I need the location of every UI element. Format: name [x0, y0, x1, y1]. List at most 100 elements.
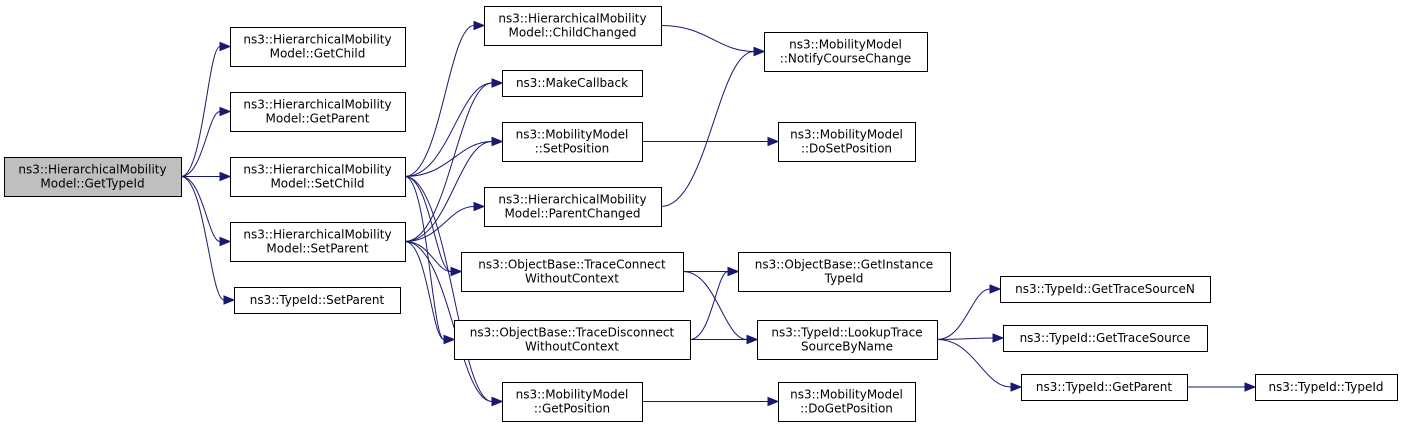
edge-lookup_trace_source-to-typeid_get_parent — [936, 339, 1023, 392]
edge-trace_disconnect-to-get_instance_typeid — [689, 266, 740, 340]
node-box — [757, 320, 938, 360]
arrowhead-icon — [491, 396, 504, 407]
node-box — [1255, 374, 1398, 401]
node-label-line: ns3::TypeId::LookupTrace — [771, 326, 922, 340]
node-parent-changed[interactable]: ns3::HierarchicalMobilityModel::ParentCh… — [484, 187, 662, 227]
edge-line — [682, 271, 748, 340]
node-box — [1021, 374, 1188, 401]
node-get-parent[interactable]: ns3::HierarchicalMobilityModel::GetParen… — [230, 92, 406, 132]
node-box — [738, 252, 951, 292]
node-box — [778, 382, 916, 422]
edge-set_parent-to-parent_changed — [404, 201, 486, 242]
edge-line — [404, 141, 493, 177]
arrowhead-icon — [1244, 382, 1257, 392]
arrowhead-icon — [1010, 382, 1023, 392]
node-notify-course-change[interactable]: ns3::MobilityModel::NotifyCourseChange — [764, 32, 928, 72]
edge-line — [404, 241, 493, 402]
edge-line — [660, 51, 755, 207]
node-make-callback[interactable]: ns3::MakeCallback — [502, 70, 643, 97]
node-get-trace-source-n[interactable]: ns3::TypeId::GetTraceSourceN — [1000, 276, 1211, 303]
node-label-line: ::DoGetPosition — [800, 402, 893, 416]
node-box — [1000, 276, 1211, 303]
arrowhead-icon — [753, 46, 766, 57]
node-label-line: ns3::HierarchicalMobility — [498, 12, 646, 26]
node-label-line: ns3::MobilityModel — [790, 128, 903, 142]
edge-line — [404, 206, 475, 242]
arrowhead-icon — [767, 136, 780, 147]
arrowhead-icon — [491, 78, 504, 88]
edge-get_type_id-to-get_child — [180, 41, 232, 177]
node-get-type-id: ns3::HierarchicalMobilityModel::GetTypeI… — [4, 157, 182, 197]
edge-trace_disconnect-to-lookup_trace_source — [690, 334, 759, 345]
edge-mm_get_position-to-do_get_position — [642, 396, 780, 407]
edge-get_type_id-to-typeid_set_parent — [180, 176, 236, 305]
edge-set_parent-to-make_callback — [404, 78, 504, 242]
edge-line — [936, 288, 991, 340]
edge-line — [404, 25, 475, 177]
edge-lookup_trace_source-to-get_trace_source — [936, 333, 1005, 343]
node-box — [484, 187, 662, 227]
node-label-line: ns3::HierarchicalMobility — [18, 163, 166, 177]
node-mm-get-position[interactable]: ns3::MobilityModel::GetPosition — [502, 382, 643, 422]
arrowhead-icon — [491, 136, 504, 147]
node-label-line: ns3::HierarchicalMobility — [243, 163, 391, 177]
node-box — [230, 27, 406, 67]
node-mm-set-position[interactable]: ns3::MobilityModel::SetPosition — [502, 122, 643, 162]
node-typeid-set-parent[interactable]: ns3::TypeId::SetParent — [234, 287, 401, 314]
node-box — [502, 382, 643, 422]
node-typeid-get-parent[interactable]: ns3::TypeId::GetParent — [1021, 374, 1188, 401]
node-label-line: Model::GetTypeId — [40, 177, 144, 191]
arrowhead-icon — [989, 284, 1002, 294]
edge-line — [180, 111, 221, 177]
node-box — [502, 122, 643, 162]
node-box — [461, 252, 684, 292]
edge-line — [689, 271, 729, 340]
node-label-line: SourceByName — [801, 340, 893, 354]
arrowhead-icon — [767, 396, 780, 407]
node-box — [230, 157, 406, 197]
edge-line — [180, 176, 225, 301]
node-trace-connect[interactable]: ns3::ObjectBase::TraceConnectWithoutCont… — [461, 252, 684, 292]
node-trace-disconnect[interactable]: ns3::ObjectBase::TraceDisconnectWithoutC… — [454, 320, 691, 360]
node-do-get-position[interactable]: ns3::MobilityModel::DoGetPosition — [778, 382, 916, 422]
edge-set_parent-to-mm_get_position — [404, 241, 504, 407]
node-label-line: ns3::TypeId::GetTraceSourceN — [1015, 282, 1195, 296]
node-label-line: ns3::MobilityModel — [789, 38, 902, 52]
node-child-changed[interactable]: ns3::HierarchicalMobilityModel::ChildCha… — [484, 6, 662, 46]
node-label-line: ns3::ObjectBase::TraceDisconnect — [470, 326, 675, 340]
node-label-line: ns3::TypeId::GetParent — [1036, 380, 1172, 394]
edge-line — [404, 241, 445, 340]
arrowhead-icon — [450, 266, 463, 277]
arrowhead-icon — [219, 41, 232, 52]
node-label-line: Model::SetChild — [270, 177, 364, 191]
edge-line — [404, 176, 452, 272]
node-box — [764, 32, 928, 72]
edge-set_parent-to-mm_set_position — [404, 136, 504, 242]
arrowhead-icon — [223, 295, 236, 305]
edge-line — [660, 25, 755, 52]
edge-child_changed-to-notify_course_change — [660, 25, 766, 57]
node-typeid-typeid[interactable]: ns3::TypeId::TypeId — [1255, 374, 1398, 401]
edge-typeid_get_parent-to-typeid_typeid — [1186, 382, 1257, 392]
node-label-line: Model::ChildChanged — [509, 26, 637, 40]
edge-lookup_trace_source-to-get_trace_source_n — [936, 284, 1002, 340]
arrowhead-icon — [473, 20, 486, 31]
edge-line — [404, 176, 445, 340]
node-box — [484, 6, 662, 46]
arrowhead-icon — [992, 333, 1005, 343]
arrowhead-icon — [219, 106, 232, 117]
node-do-set-position[interactable]: ns3::MobilityModel::DoSetPosition — [778, 122, 916, 162]
call-nodes: ns3::HierarchicalMobilityModel::GetTypeI… — [4, 6, 1398, 422]
node-label-line: ::GetPosition — [534, 402, 610, 416]
node-set-parent[interactable]: ns3::HierarchicalMobilityModel::SetParen… — [230, 222, 406, 262]
arrowhead-icon — [443, 334, 456, 345]
node-label-line: WithoutContext — [525, 272, 619, 286]
node-label-line: ns3::MobilityModel — [516, 128, 629, 142]
node-label-line: Model::SetParent — [266, 242, 369, 256]
node-get-trace-source[interactable]: ns3::TypeId::GetTraceSource — [1003, 325, 1208, 352]
